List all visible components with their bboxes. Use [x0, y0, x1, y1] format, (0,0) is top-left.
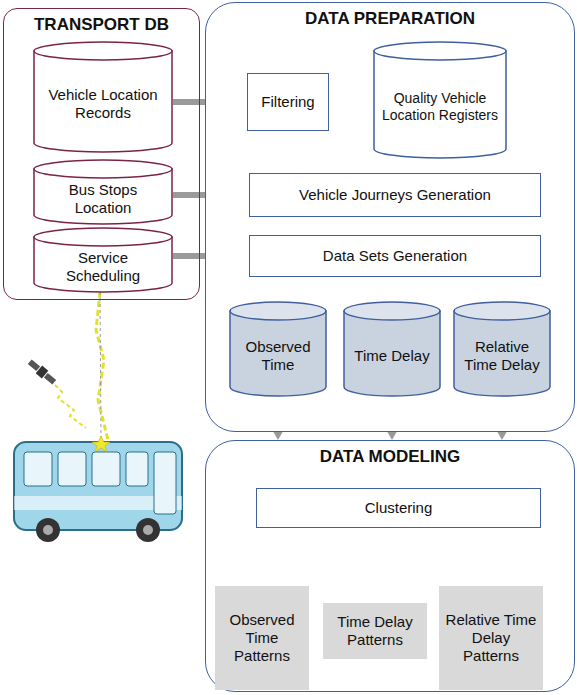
cylinder-top: [34, 42, 172, 60]
cylinder-top: [344, 302, 440, 320]
process-box: Clustering: [256, 488, 541, 528]
node-label: Vehicle Journeys Generation: [299, 186, 491, 204]
cylinder-top: [230, 302, 326, 320]
database-cylinder: Service Scheduling: [33, 227, 173, 293]
node-label: Data Sets Generation: [323, 247, 467, 265]
node-label: Service Scheduling: [39, 249, 167, 285]
cylinder-body: [454, 311, 550, 396]
node-label: Observed Time: [235, 338, 321, 374]
dataset-cylinder: Relative Time Delay: [453, 301, 551, 397]
process-box: Vehicle Journeys Generation: [249, 173, 541, 217]
pattern-box: Observed Time Patterns: [215, 586, 309, 690]
signal-line: [50, 380, 86, 428]
cylinder-body: [374, 51, 506, 158]
node-label: Bus Stops Location: [39, 181, 167, 217]
cylinder-top: [34, 228, 172, 246]
node-label: Clustering: [365, 499, 433, 517]
cylinder-top: [454, 302, 550, 320]
group-title: TRANSPORT DB: [4, 9, 199, 35]
node-label: Time Delay Patterns: [329, 613, 421, 649]
dataset-cylinder: Time Delay: [343, 301, 441, 397]
node-label: Quality Vehicle Location Registers: [379, 90, 501, 124]
database-cylinder: Bus Stops Location: [33, 159, 173, 225]
node-label: Relative Time Delay: [459, 338, 545, 374]
node-label: Relative Time Delay Patterns: [445, 611, 537, 665]
group-title: DATA MODELING: [206, 441, 574, 467]
dataset-cylinder: Observed Time: [229, 301, 327, 397]
database-cylinder: Vehicle Location Records: [33, 41, 173, 153]
node-label: Time Delay: [354, 347, 429, 365]
stage-panel: DATA PREPARATION Filtering Quality Vehicle…: [205, 2, 575, 432]
signal-line: [96, 292, 108, 440]
node-label: Vehicle Location Records: [39, 86, 167, 122]
cylinder-body: [230, 311, 326, 396]
cylinder-top: [34, 160, 172, 178]
cylinder-top: [374, 42, 506, 60]
cylinder-body: [344, 311, 440, 396]
signal-line: [100, 292, 101, 440]
cylinder-body: [34, 51, 172, 152]
data-store-cylinder: Quality Vehicle Location Registers: [373, 41, 507, 159]
process-box: Filtering: [247, 73, 329, 131]
pattern-box: Time Delay Patterns: [323, 603, 427, 659]
satellite-icon: [27, 358, 58, 386]
pattern-box: Relative Time Delay Patterns: [439, 586, 543, 690]
node-label: Filtering: [261, 93, 314, 111]
bus-icon: [14, 436, 182, 542]
process-box: Data Sets Generation: [249, 235, 541, 277]
node-label: Observed Time Patterns: [221, 611, 303, 665]
database-group: TRANSPORT DB Vehicle Location RecordsBus …: [3, 8, 200, 300]
stage-panel: DATA MODELING ClusteringObserved Time Pat…: [205, 440, 575, 692]
group-title: DATA PREPARATION: [206, 3, 574, 29]
